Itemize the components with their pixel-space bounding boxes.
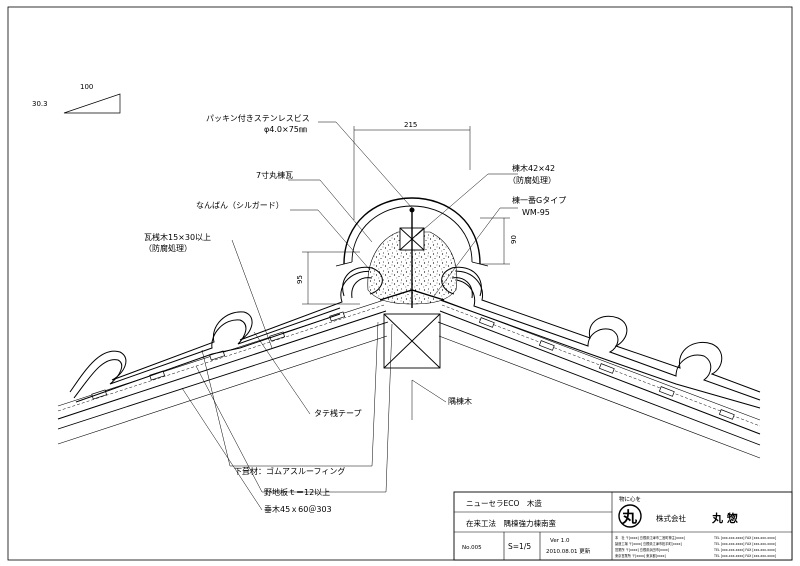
tb-address-1: 本 社 〒[xxxx] 島根県江津市二宮町神主[xxxx] — [615, 535, 685, 540]
tb-company-name: 丸 惣 — [711, 511, 738, 525]
hip-beam — [383, 313, 441, 369]
dimension-90: 90 — [480, 217, 518, 265]
tb-version: Ver 1.0 — [550, 538, 570, 544]
tb-number: No.005 — [462, 545, 482, 551]
roof-tiles-left — [69, 270, 375, 403]
tb-phone-4: TEL [xxx-xxx-xxxx] FAX [xxx-xxx-xxxx] — [713, 554, 776, 558]
label-screw: パッキン付きステンレスビス — [206, 113, 310, 123]
ridge-g-type — [379, 289, 445, 301]
tb-company-prefix: 株式会社 — [656, 513, 686, 523]
tb-phone-2: TEL [xxx-xxx-xxxx] FAX [xxx-xxx-xxxx] — [713, 542, 776, 546]
tb-phone-1: TEL [xxx-xxx-xxxx] FAX [xxx-xxx-xxxx] — [713, 536, 776, 540]
dim-95-label: 95 — [296, 275, 304, 284]
company-logo — [618, 504, 642, 528]
battens — [91, 311, 735, 420]
dim-90-label: 90 — [510, 235, 518, 244]
label-ridge-wood: 棟木42×42 — [512, 163, 555, 173]
label-batten-note: （防腐処理） — [144, 243, 192, 253]
label-ridge-tile: 7寸丸棟瓦 — [256, 170, 293, 180]
leader-lines — [181, 121, 518, 511]
label-wm95: WM-95 — [522, 208, 550, 217]
label-batten: 瓦桟木15×30以上 — [144, 232, 211, 242]
logo-char: 丸 — [621, 508, 638, 526]
slope-rise-label: 30.3 — [32, 100, 48, 108]
tb-method: 在来工法 隅棟強力棟南蛮 — [466, 518, 556, 528]
slope-run-label: 100 — [80, 83, 93, 91]
label-tate-tape: タテ桟テープ — [314, 408, 362, 418]
tb-address-3: 営業所 〒[xxxx] 島根県浜田市[xxxx] — [615, 547, 669, 552]
tb-address-4: 東京営業所 〒[xxxx] 東京都[xxxx] — [615, 553, 666, 558]
tb-address-2: 製造工場 〒[xxxx] 島根県江津市松平町[xxxx] — [615, 541, 682, 546]
tb-motto: 物に心を — [619, 495, 641, 503]
tb-product: ニューセラECO 木造 — [466, 498, 542, 508]
tb-date: 2010.08.01 更新 — [546, 547, 591, 555]
label-nanban: なんばん（シルガード） — [196, 200, 284, 210]
dimension-95: 95 — [296, 251, 360, 305]
label-sheathing: 野地板ｔ＝12以上 — [264, 487, 330, 497]
roof-deck-left — [57, 299, 389, 445]
dim-215-label: 215 — [404, 121, 417, 129]
label-hip-beam: 隅棟木 — [448, 396, 472, 406]
label-rafter: 垂木45ｘ60＠303 — [264, 504, 332, 514]
label-screw-size: φ4.0×75㎜ — [264, 125, 307, 134]
tb-phone-3: TEL [xxx-xxx-xxxx] FAX [xxx-xxx-xxxx] — [713, 548, 776, 552]
label-ridge-wood-note: （防腐処理） — [508, 175, 556, 185]
title-block: ニューセラECO 木造 在来工法 隅棟強力棟南蛮 No.005 S=1/5 Ve… — [453, 491, 793, 561]
label-ridge-g-type: 棟一番Gタイプ — [512, 195, 566, 205]
roof-tiles-right — [439, 270, 761, 409]
slope-indicator: 100 30.3 — [32, 83, 121, 114]
side-tiles — [342, 266, 482, 299]
tb-scale: S=1/5 — [508, 542, 531, 551]
label-underlay: 下葺材：ゴムアスルーフィング — [234, 466, 345, 476]
dimension-215: 215 — [353, 121, 471, 220]
ridge-tile — [335, 197, 489, 267]
drawing-frame — [7, 6, 793, 561]
